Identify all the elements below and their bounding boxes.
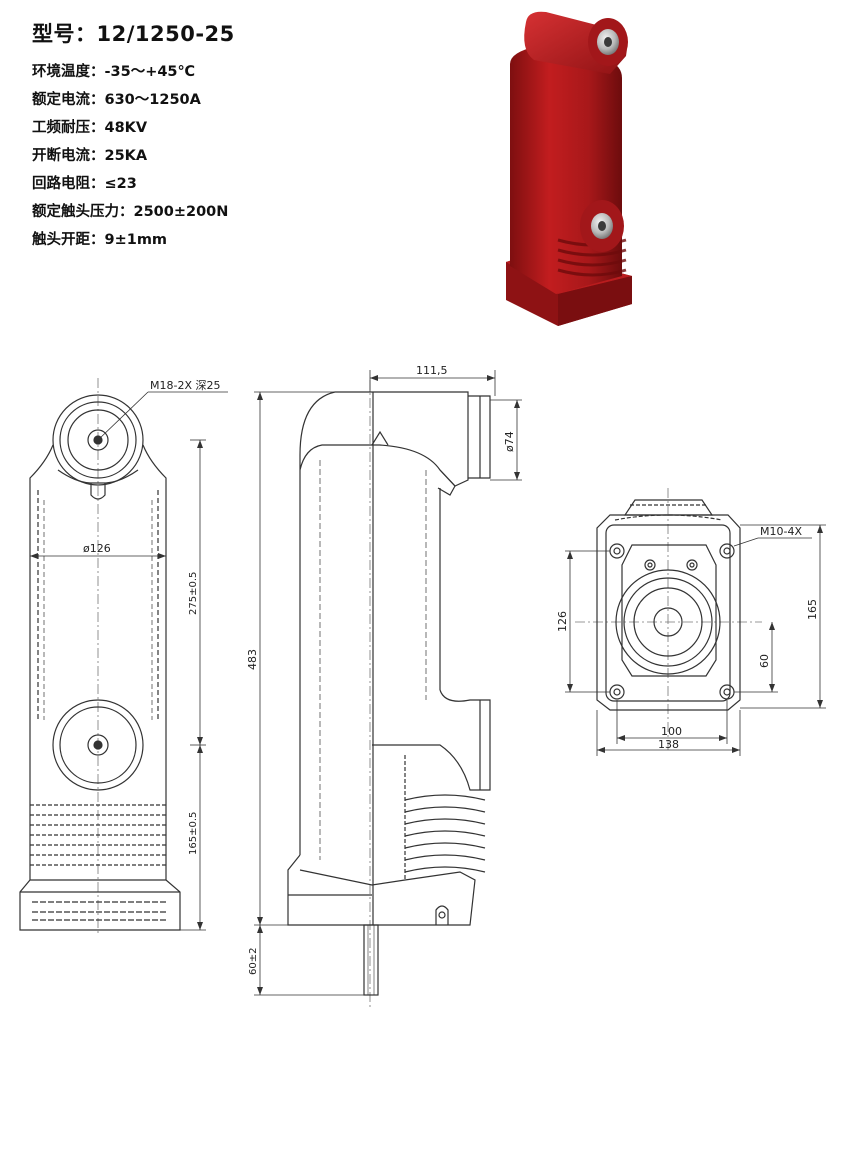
dim-bottom-60: 60 bbox=[758, 654, 771, 668]
model-title: 型号：12/1250-25 bbox=[32, 18, 235, 48]
spec-value: 48KV bbox=[104, 120, 148, 136]
spec-label: 额定电流： bbox=[32, 92, 105, 108]
model-value: 12/1250-25 bbox=[96, 22, 235, 46]
bottom-view bbox=[565, 488, 826, 756]
spec-label: 回路电阻： bbox=[32, 176, 105, 192]
front-view bbox=[19, 378, 228, 935]
spec-list: 环境温度：-35～+45℃ 额定电流：630～1250A 工频耐压：48KV 开… bbox=[32, 62, 228, 258]
spec-item: 回路电阻：≤23 bbox=[32, 174, 228, 202]
spec-item: 触头开距：9±1mm bbox=[32, 230, 228, 258]
side-view bbox=[254, 370, 522, 1010]
dim-bottom-100: 100 bbox=[661, 725, 682, 738]
dim-side-offset: 111,5 bbox=[416, 364, 448, 377]
spec-item: 环境温度：-35～+45℃ bbox=[32, 62, 228, 90]
spec-value: 9±1mm bbox=[104, 232, 168, 248]
dim-front-lower: 165±0.5 bbox=[188, 812, 199, 855]
spec-value: -35～+45℃ bbox=[104, 64, 196, 80]
dim-front-diameter: ø126 bbox=[83, 542, 111, 555]
spec-item: 额定电流：630～1250A bbox=[32, 90, 228, 118]
product-photo bbox=[506, 11, 632, 326]
dim-front-upper: 275±0.5 bbox=[188, 572, 199, 615]
spec-value: 630～1250A bbox=[104, 92, 201, 108]
spec-value: 25KA bbox=[104, 148, 148, 164]
dim-side-total: 483 bbox=[246, 649, 259, 670]
spec-label: 环境温度： bbox=[32, 64, 105, 80]
dim-front-thread: M18-2X 深25 bbox=[150, 379, 221, 392]
spec-item: 额定触头压力：2500±200N bbox=[32, 202, 228, 230]
dim-bottom-165: 165 bbox=[806, 599, 819, 620]
dim-side-terminal-dia: ø74 bbox=[503, 431, 516, 452]
spec-label: 额定触头压力： bbox=[32, 204, 134, 220]
spec-value: ≤23 bbox=[104, 176, 137, 192]
dim-bottom-138: 138 bbox=[658, 738, 679, 751]
dim-bottom-holes: M10-4X bbox=[760, 525, 802, 538]
spec-label: 触头开距： bbox=[32, 232, 105, 248]
dim-side-rod: 60±2 bbox=[248, 948, 259, 975]
spec-item: 开断电流：25KA bbox=[32, 146, 228, 174]
spec-label: 工频耐压： bbox=[32, 120, 105, 136]
technical-drawing: M18-2X 深25 ø126 275±0.5 165±0.5 111,5 ø7… bbox=[19, 364, 826, 1010]
spec-label: 开断电流： bbox=[32, 148, 105, 164]
spec-item: 工频耐压：48KV bbox=[32, 118, 228, 146]
dim-bottom-126: 126 bbox=[556, 611, 569, 632]
model-label: 型号： bbox=[32, 22, 97, 46]
spec-value: 2500±200N bbox=[133, 204, 229, 220]
